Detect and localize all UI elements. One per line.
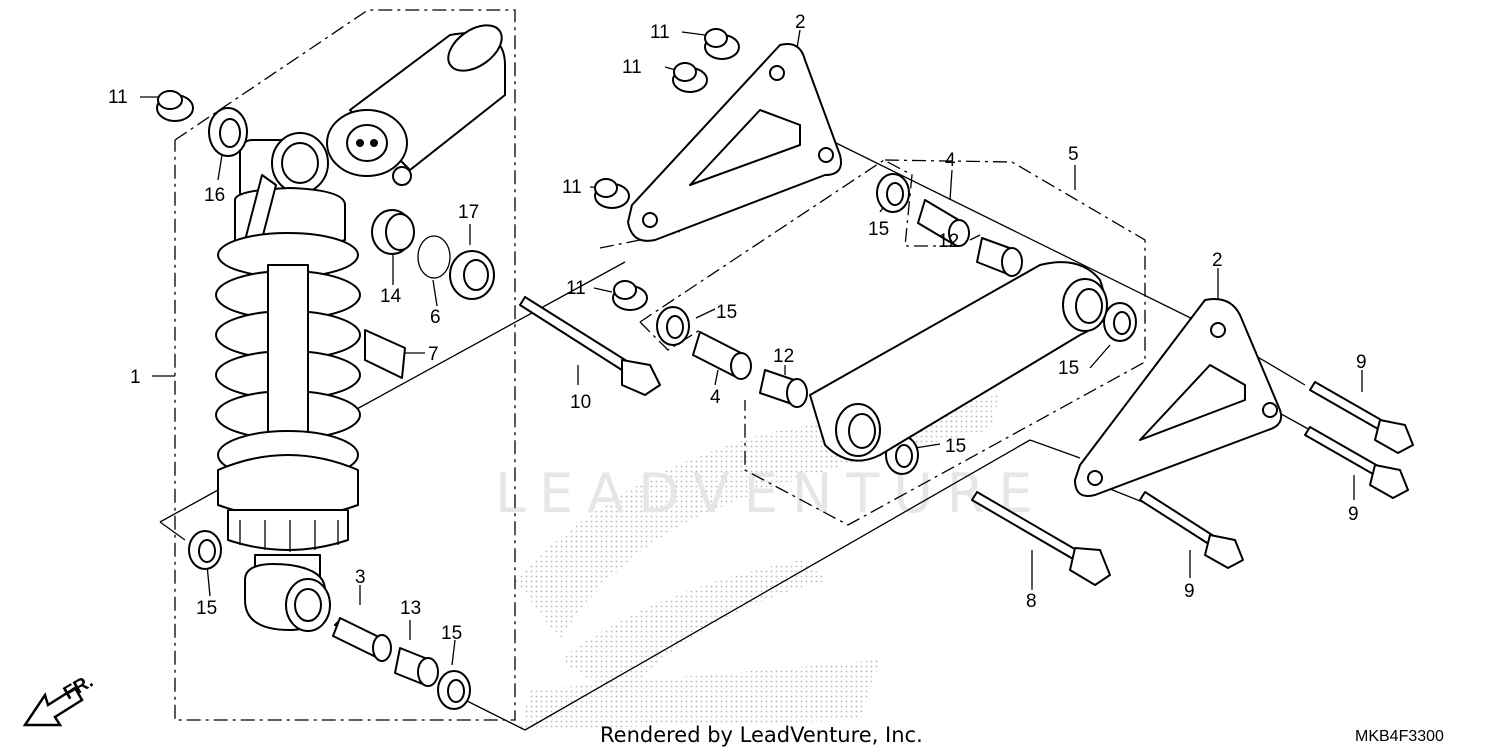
credit-text: Rendered by LeadVenture, Inc. — [600, 723, 923, 747]
bearing-12-a — [976, 237, 1023, 277]
callout-11-e: 11 — [566, 278, 586, 299]
bolt-9-b — [1309, 381, 1414, 454]
circlip-6 — [417, 235, 451, 279]
callout-15-f: 15 — [945, 436, 966, 457]
callout-8: 8 — [1026, 591, 1037, 612]
seal-15-c — [876, 173, 910, 213]
nut-11-c — [672, 62, 708, 93]
watermark-text: LEADVENTURE — [495, 462, 1046, 525]
callout-4-upper: 4 — [945, 150, 956, 171]
seal-15-e — [1103, 302, 1137, 342]
callout-11-d: 11 — [562, 177, 582, 198]
callout-6: 6 — [430, 307, 441, 328]
seal-17 — [449, 250, 495, 300]
callout-2-upper: 2 — [795, 12, 806, 33]
callout-13: 13 — [400, 598, 421, 619]
collars-bearings — [332, 199, 1023, 687]
bolt-9-a — [1139, 491, 1244, 569]
callout-11-c: 11 — [622, 57, 642, 78]
diagram-code: MKB4F3300 — [1355, 728, 1444, 745]
bolt-9-c — [1304, 426, 1409, 499]
callout-labels: 1 2 2 3 4 4 5 6 7 8 9 9 9 10 11 11 11 11… — [108, 12, 1367, 644]
callout-7: 7 — [428, 344, 439, 365]
callout-9-b: 9 — [1348, 504, 1359, 525]
plate-2-lower — [1074, 298, 1283, 497]
small-parts — [364, 209, 451, 379]
collar-4-b — [692, 331, 752, 380]
callout-5: 5 — [1068, 144, 1079, 165]
collar-3 — [332, 617, 392, 662]
callout-12-a: 12 — [938, 231, 959, 252]
nut-11-b — [704, 28, 740, 60]
cushion-plates — [627, 43, 1283, 497]
front-arrow: FR. — [22, 671, 97, 727]
callout-15-c: 15 — [868, 219, 889, 240]
callout-11-b: 11 — [650, 22, 670, 43]
callout-1: 1 — [130, 367, 141, 388]
callout-17: 17 — [458, 202, 479, 223]
callout-10: 10 — [570, 392, 591, 413]
callout-15-a: 15 — [196, 598, 217, 619]
callout-11-a: 11 — [108, 87, 128, 108]
bolts — [519, 296, 1414, 586]
callout-16: 16 — [204, 185, 225, 206]
honda-watermark — [515, 395, 1000, 730]
seal-16 — [208, 107, 248, 157]
collar-14 — [371, 209, 415, 255]
callout-9-c: 9 — [1184, 581, 1195, 602]
bolt-10 — [519, 296, 661, 396]
plate-2-upper — [627, 43, 842, 242]
bearing-12-b — [759, 369, 808, 408]
dust-seals — [188, 107, 1137, 710]
bolt-8 — [971, 491, 1111, 586]
flange-nuts — [156, 28, 740, 311]
bearing-13 — [394, 647, 439, 687]
callout-4-lower: 4 — [710, 387, 721, 408]
seal-15-b — [437, 670, 471, 710]
nut-11-a — [156, 90, 194, 122]
seal-15-a — [188, 530, 222, 570]
callout-12-b: 12 — [773, 346, 794, 367]
callout-2-lower: 2 — [1212, 250, 1223, 271]
nut-11-e — [612, 280, 648, 311]
shock-absorber — [215, 24, 506, 632]
callout-15-d: 15 — [716, 302, 737, 323]
label-7 — [364, 329, 406, 379]
seal-15-d — [656, 306, 690, 346]
nut-11-d — [594, 178, 630, 209]
callout-3: 3 — [355, 567, 366, 588]
callout-15-e: 15 — [1058, 358, 1079, 379]
cushion-arm — [809, 261, 1108, 462]
callout-14: 14 — [380, 286, 402, 307]
callout-9-a: 9 — [1356, 352, 1367, 373]
callout-15-b: 15 — [441, 623, 462, 644]
collar-4-a — [917, 199, 970, 247]
